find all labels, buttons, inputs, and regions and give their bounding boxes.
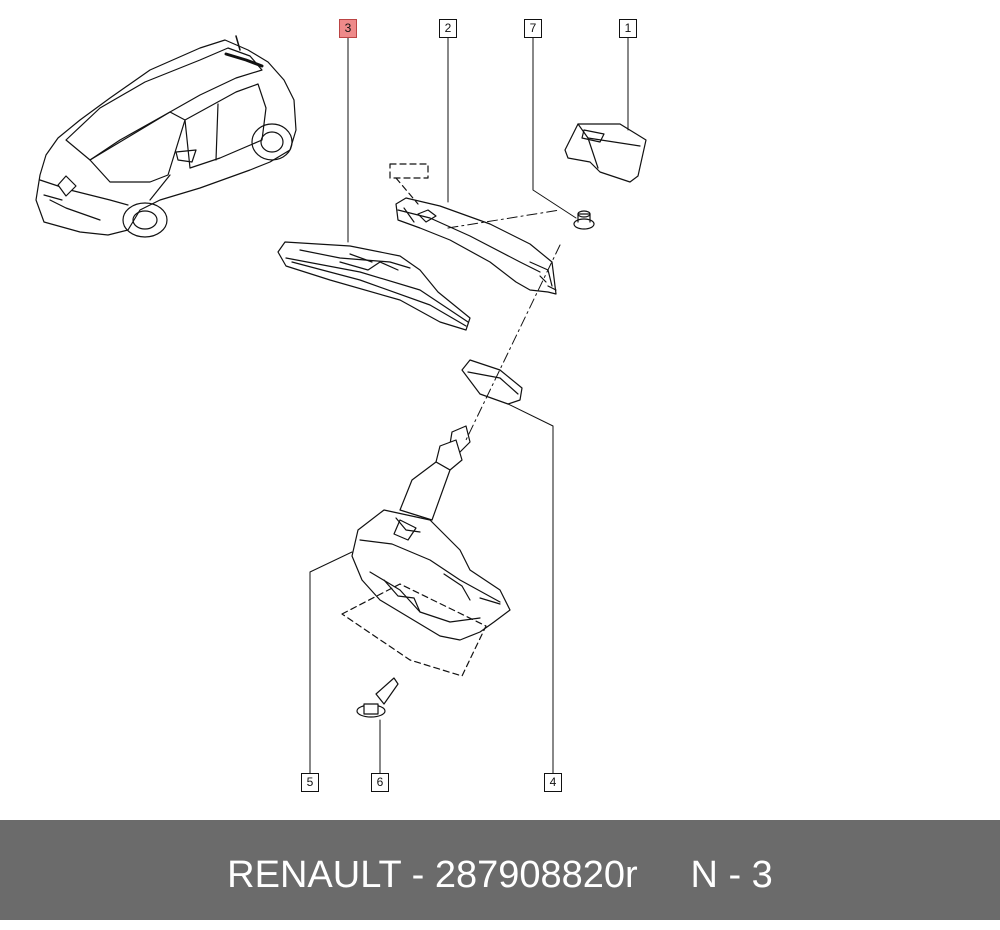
callout-4: 4: [544, 773, 562, 792]
callout-6: 6: [371, 773, 389, 792]
footer-part-number: 287908820r: [434, 854, 638, 896]
callout-7: 7: [524, 19, 542, 38]
grommet-part: [461, 359, 523, 405]
wiper-arm-part: [389, 163, 557, 295]
nut-part: [573, 210, 595, 230]
footer-brand: RENAULT: [227, 854, 402, 896]
footer-reference: N - 3: [690, 854, 773, 896]
wiper-motor-part: [341, 425, 511, 677]
footer-caption: RENAULT - 287908820r N - 3: [0, 820, 1000, 920]
cover-cap-part: [564, 123, 647, 183]
footer-separator: -: [411, 854, 425, 896]
car-illustration: [35, 35, 297, 238]
screw-part: [356, 677, 399, 718]
leader-lines: [309, 35, 629, 777]
callout-1: 1: [619, 19, 637, 38]
footer-bar: RENAULT - 287908820r N - 3: [0, 820, 1000, 920]
assembly-axis: [447, 209, 561, 441]
callout-3: 3: [339, 19, 357, 38]
callout-5: 5: [301, 773, 319, 792]
parts-diagram: [35, 35, 647, 777]
callout-2: 2: [439, 19, 457, 38]
wiper-blade-part: [277, 241, 471, 331]
